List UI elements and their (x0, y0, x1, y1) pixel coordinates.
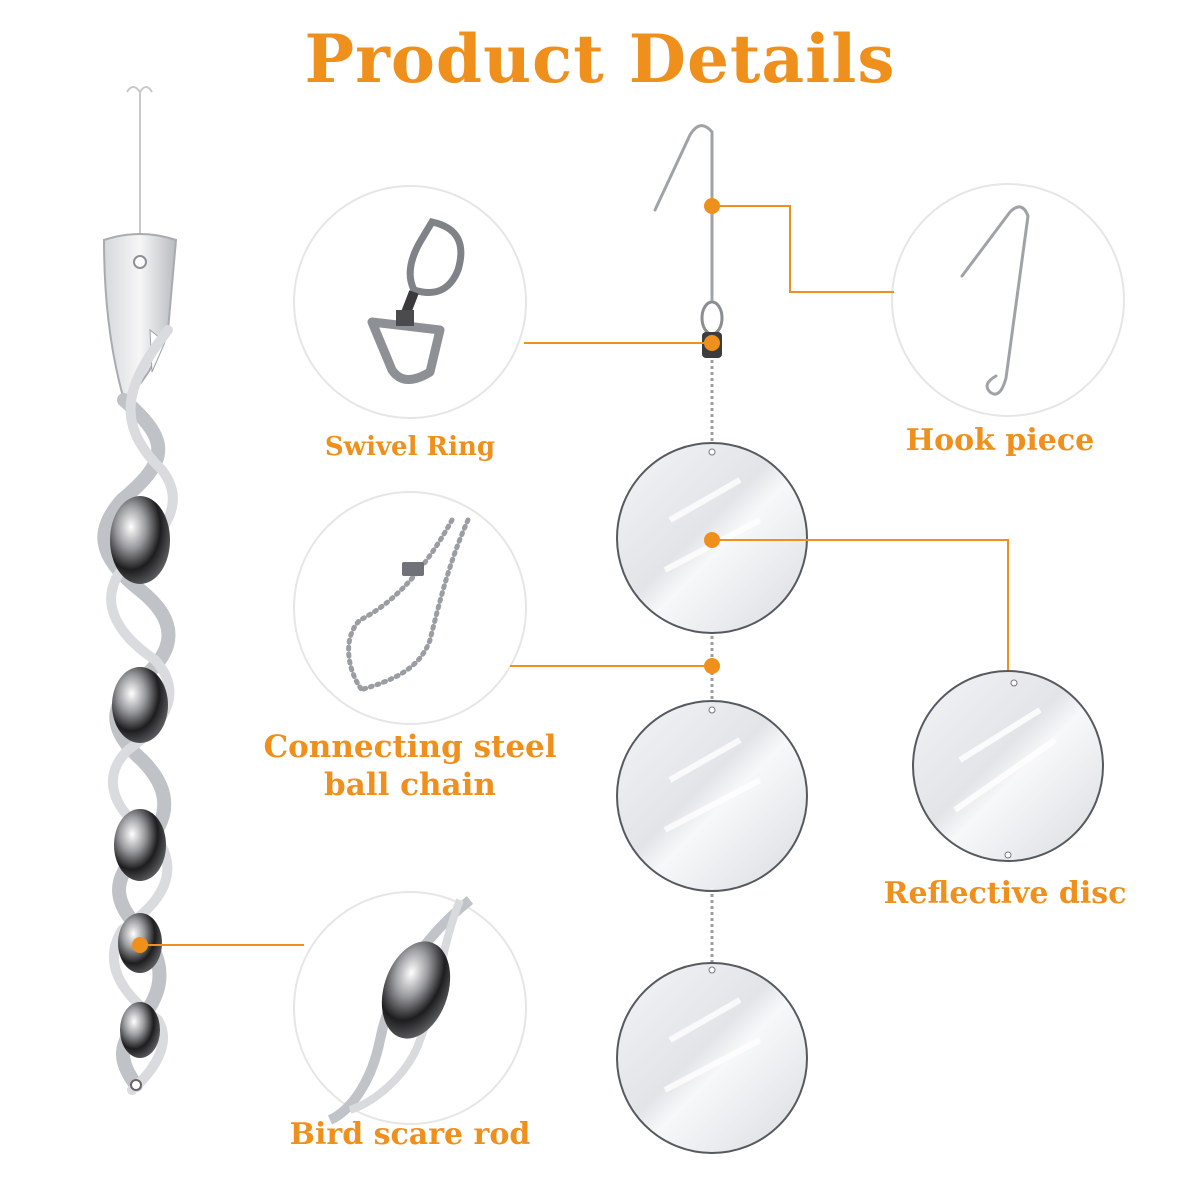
hook-callout-dot (704, 198, 720, 214)
callout-dots (132, 198, 720, 953)
chain-callout-dot (704, 658, 720, 674)
callout-lines (140, 205, 1009, 946)
reflective-disc (616, 700, 808, 892)
bird-scare-rod-label: Bird scare rod (289, 1117, 531, 1152)
hook-callout-line (712, 205, 894, 293)
rod-detail-icon (327, 896, 474, 1125)
rod-bulb (110, 496, 170, 584)
rod-bulb (112, 667, 168, 743)
hook-detail-circle (891, 183, 1125, 417)
reflective-disc (616, 962, 808, 1154)
swivel-ring-label: Swivel Ring (324, 432, 496, 462)
reflective-disc-detail (912, 670, 1104, 862)
swivel-callout-dot (704, 335, 720, 351)
page-title: Product Details (304, 20, 896, 98)
disc-callout-line (712, 539, 1009, 670)
ball-chain-label-line1: Connecting steel (263, 729, 557, 765)
rod-callout-dot (132, 937, 148, 953)
rod-bulb (120, 1002, 160, 1058)
hanging-assembly-image (616, 124, 808, 1154)
hook-piece-label: Hook piece (905, 423, 1095, 458)
ball-chain-label-line2: ball chain (324, 767, 496, 803)
ball-chain-icon (346, 517, 471, 693)
ball-chain-detail-circle (293, 491, 527, 725)
rod-bulb (114, 809, 166, 881)
reflective-disc-label: Reflective disc (883, 876, 1127, 911)
bird-scare-rod-image (97, 86, 178, 1095)
disc-callout-dot (704, 532, 720, 548)
swivel-ring-icon (367, 218, 465, 384)
hook-detail-icon (960, 205, 1030, 396)
